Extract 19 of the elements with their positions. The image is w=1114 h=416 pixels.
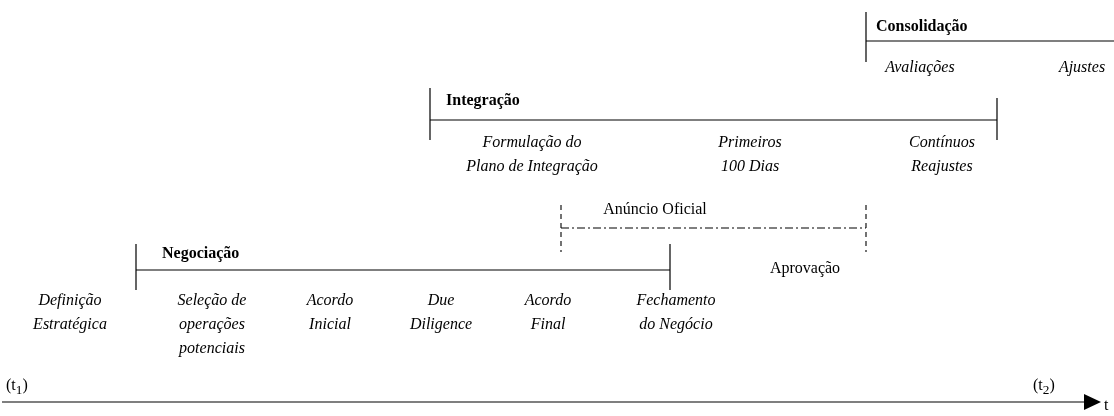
milestone-label: Anúncio Oficial [603,199,707,219]
activity-label: Avaliações [883,57,956,78]
activity-label: Seleção de operações potenciais [176,290,248,359]
activity-label: Due Diligence [408,290,474,335]
milestone-label: Aprovação [769,258,841,279]
time-marker: (t$_{2}$) [1033,375,1055,400]
activity-label: Contínuos Reajustes [908,132,976,177]
activity-label: Formulação do Plano de Integração [465,132,599,177]
time-marker: (t$_{1}$) [6,375,28,400]
axis-label: t [1104,395,1109,415]
activity-label: Definição Estratégica [32,290,108,335]
activity-label: Acordo Inicial [305,290,355,334]
phase-heading: Integração [446,90,520,111]
activity-label: Primeiros 100 Dias [717,132,783,176]
activity-label: Ajustes [1057,57,1107,78]
activity-label: Acordo Final [523,290,573,334]
activity-label: Fechamento do Negócio [635,290,717,335]
phase-heading: Consolidação [876,16,968,37]
phase-heading: Negociação [162,243,240,264]
